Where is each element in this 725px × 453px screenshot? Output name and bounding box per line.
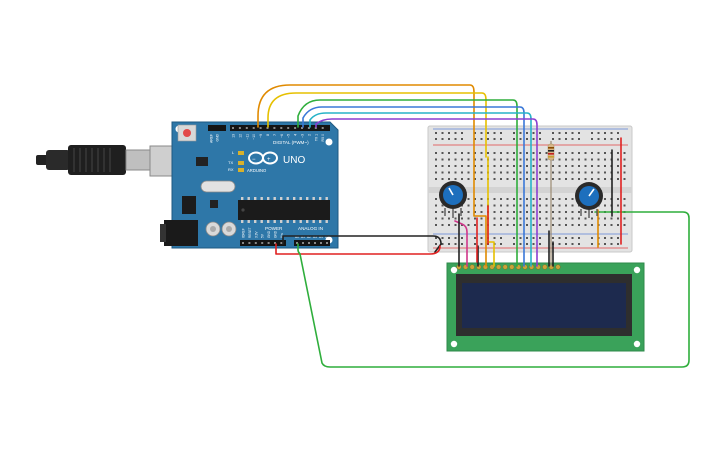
digital-label: DIGITAL (PWM~) (273, 140, 309, 145)
pin-label: 8 (266, 134, 270, 136)
usb-cable[interactable] (36, 145, 195, 177)
pin-label: TX 1 (314, 134, 318, 141)
pin-label: RX 0 (321, 134, 325, 142)
pin-label: RESET (248, 227, 252, 238)
pin-label: IOREF (242, 228, 246, 238)
chip-pins (241, 220, 328, 223)
atmega-chip (238, 200, 330, 220)
pin-label: 3.3V (254, 231, 258, 238)
mount-hole (633, 340, 641, 348)
power-label: POWER (265, 226, 283, 231)
wire-red[interactable] (275, 243, 441, 255)
wire-orange[interactable] (257, 84, 475, 158)
led-rx (238, 168, 244, 172)
mount-hole (325, 138, 333, 146)
pin-label: A2 (307, 235, 311, 239)
chip-pins (241, 197, 328, 200)
breadboard-center-channel (428, 187, 632, 193)
wire-yellow[interactable] (487, 156, 495, 267)
svg-text:−: − (252, 157, 256, 163)
lcd-16x2[interactable] (446, 262, 645, 352)
arduino-logo: − + (248, 151, 278, 165)
pin-label: GND (274, 230, 278, 238)
model-label: UNO (283, 155, 305, 166)
pin-label: 4 (294, 134, 298, 136)
mount-hole (450, 266, 458, 274)
pin-label: GND (216, 133, 220, 141)
pin-label: ~11 (245, 134, 249, 140)
pin-label: GND (267, 230, 271, 238)
potentiometer-right[interactable] (575, 182, 603, 218)
resistor[interactable] (547, 141, 555, 266)
wire-green[interactable] (297, 99, 518, 267)
lcd-screen (462, 283, 626, 328)
pin-label: 7 (273, 134, 277, 136)
pin-label: ~10 (252, 134, 256, 140)
wire-blue[interactable] (302, 106, 525, 267)
pin-label: A0 (295, 235, 299, 239)
pin-label: 13 (232, 134, 236, 138)
led-label: L (232, 150, 235, 155)
pin-label: 12 (238, 134, 242, 138)
pin-label: ~6 (280, 134, 284, 138)
wire-cyan[interactable] (309, 112, 532, 267)
pin-label: A4 (319, 235, 323, 239)
potentiometer-left[interactable] (439, 181, 467, 218)
analog-label: ANALOG IN (298, 226, 323, 231)
pin-label: AREF (210, 134, 214, 143)
wires[interactable] (257, 84, 690, 368)
crystal-oscillator (200, 180, 236, 193)
wire-green-loop[interactable] (297, 211, 690, 368)
led-tx (238, 161, 244, 165)
led-label: RX (228, 167, 234, 172)
pin-label: ~5 (287, 134, 291, 138)
pin-label: 5V (261, 233, 265, 238)
led-l (238, 151, 244, 155)
wire-purple[interactable] (315, 118, 538, 267)
power-jack (164, 220, 198, 246)
pin-label: A3 (313, 235, 317, 239)
digital-header[interactable] (230, 125, 330, 131)
wire-orange[interactable] (473, 156, 487, 267)
mount-hole (450, 340, 458, 348)
voltage-regulator (182, 196, 196, 214)
pin-label: Vin (280, 233, 284, 238)
wire-magenta[interactable] (454, 220, 468, 267)
led-label: TX (228, 160, 233, 165)
pin-label: A1 (301, 235, 305, 239)
wire-black[interactable] (282, 235, 442, 253)
pin-label: ~9 (259, 134, 263, 138)
analog-header[interactable] (294, 240, 330, 246)
svg-text:+: + (267, 157, 271, 163)
reset-button-cap[interactable] (183, 129, 191, 137)
aref-header[interactable] (208, 125, 226, 131)
pin-label: 2 (307, 134, 311, 136)
pin-label: ~3 (301, 134, 305, 138)
pin-label: A5 (325, 235, 329, 239)
mount-hole (633, 266, 641, 274)
brand-label: ARDUINO (247, 168, 267, 173)
wire-yellow[interactable] (267, 92, 487, 158)
